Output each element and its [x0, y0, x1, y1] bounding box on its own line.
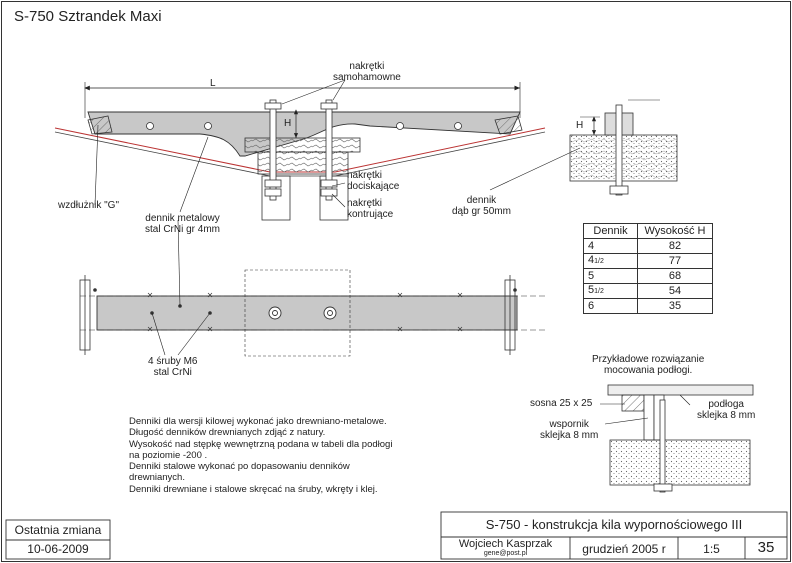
construction-notes: Denniki dla wersji kilowej wykonać jako …: [129, 416, 392, 495]
stringer-g-label: wzdłużnik "G": [58, 200, 120, 211]
floor-detail-view: [600, 384, 754, 493]
plan-view: [79, 219, 545, 357]
note-line: Denniki drewniane i stalowe skręcać na ś…: [129, 483, 378, 495]
main-section-view: [54, 79, 581, 221]
note-line: Wysokość nad stępkę wewnętrzną podana w …: [129, 438, 393, 450]
title-block: [5, 511, 788, 560]
drawing-title: S-750 - konstrukcja kila wypornościowego…: [485, 517, 743, 532]
table-header-row: Dennik Wysokość H: [583, 223, 713, 239]
note-line: drewnianych.: [129, 472, 185, 484]
author-block: Wojciech Kasprzak gene@post.pl: [441, 538, 570, 558]
author-name: Wojciech Kasprzak: [458, 538, 553, 550]
table-row: 51/2 54: [583, 283, 713, 299]
table-row: 5 68: [583, 268, 713, 284]
note-line: Długość denników drewnianych zdjąć z nat…: [129, 427, 326, 439]
table-row: 6 35: [583, 298, 713, 314]
table-row: 4 82: [583, 238, 713, 254]
height-table: Dennik Wysokość H 4 82 41/2 77 5 68 51/2…: [583, 223, 713, 314]
pine-label: sosna 25 x 25: [530, 398, 593, 409]
dim-l-label: L: [210, 78, 216, 89]
table-header-height: Wysokość H: [637, 223, 713, 239]
note-line: na poziomie -200 .: [129, 449, 208, 461]
drawing-scale: 1:5: [703, 542, 720, 556]
table-row: 41/2 77: [583, 253, 713, 269]
author-email: gene@post.pl: [483, 550, 528, 557]
last-change-date: 10-06-2009: [27, 542, 89, 556]
sheet-title: S-750 Sztrandek Maxi: [14, 8, 162, 25]
note-line: Denniki dla wersji kilowej wykonać jako …: [129, 416, 387, 427]
dim-h-label: H: [284, 118, 292, 129]
sheet-number: 35: [757, 539, 775, 556]
last-change-label: Ostatnia zmiana: [14, 523, 102, 537]
drawing-date: grudzień 2005 r: [582, 542, 666, 556]
note-line: Denniki stalowe wykonać po dopasowaniu d…: [129, 461, 350, 473]
dim-h2-label: H: [576, 120, 584, 131]
table-header-dennik: Dennik: [583, 223, 638, 239]
side-section-view: [569, 99, 678, 196]
